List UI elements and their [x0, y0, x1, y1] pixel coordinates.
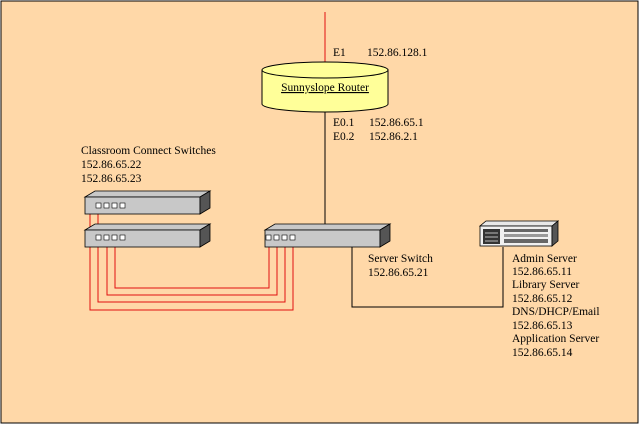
switch-1-port-3 [111, 202, 118, 209]
server-name-library: Library Server [512, 279, 580, 291]
patch-cable-2 [97, 203, 286, 303]
router-wan-iface: E1 [333, 47, 346, 59]
server-switch-port-4 [289, 234, 296, 241]
classroom-switch-2 [83, 223, 212, 248]
switch-2-port-4 [119, 234, 126, 241]
router-lan-ip-1: 152.86.65.1 [369, 117, 424, 129]
patch-cable-1 [89, 203, 294, 311]
server-switch-top [263, 223, 392, 231]
router-name: Sunnyslope Router [281, 82, 369, 94]
server-ip-application: 152.86.65.14 [512, 347, 573, 359]
patch-cable-4 [114, 234, 270, 289]
switch-2-port-2 [103, 234, 110, 241]
switch-2-front [84, 229, 201, 248]
server-switch-port-1 [265, 234, 272, 241]
server-slot-2 [504, 234, 548, 237]
switch-2-port-3 [111, 234, 118, 241]
switch-1-side [199, 190, 211, 215]
switch-to-server-link [351, 247, 504, 308]
patch-cables [89, 203, 294, 311]
router-icon [261, 61, 389, 113]
classroom-switch-1 [83, 190, 212, 215]
switch-2-side [199, 223, 211, 248]
classroom-ip-1: 152.86.65.22 [81, 159, 142, 171]
classroom-title: Classroom Connect Switches [81, 145, 216, 157]
switch-1-front [84, 196, 201, 215]
patch-cable-3 [106, 234, 278, 296]
switch-1-port-4 [119, 202, 126, 209]
server-switch-port-3 [281, 234, 288, 241]
router-wan-ip: 152.86.128.1 [367, 47, 428, 59]
server-side [551, 220, 559, 247]
server-name-admin: Admin Server [512, 253, 577, 265]
server-switch [263, 223, 392, 248]
router-lan-iface-1: E0.1 [333, 117, 355, 129]
classroom-ip-2: 152.86.65.23 [81, 173, 142, 185]
server-ip-library: 152.86.65.12 [512, 293, 573, 305]
server-ip-admin: 152.86.65.11 [512, 266, 572, 278]
server-ip-dns: 152.86.65.13 [512, 320, 573, 332]
server-name-dns: DNS/DHCP/Email [512, 306, 600, 318]
server-switch-port-2 [273, 234, 280, 241]
server-icon [478, 220, 560, 247]
switch-1-top [83, 190, 212, 198]
switch-2-top [83, 223, 212, 231]
switch-1-port-1 [95, 202, 102, 209]
router-lan-ip-2: 152.86.2.1 [369, 131, 418, 143]
server-switch-title: Server Switch [368, 253, 433, 265]
server-switch-side [379, 223, 391, 248]
server-name-application: Application Server [512, 333, 599, 345]
server-slot-3 [504, 239, 548, 243]
router-top [261, 61, 389, 79]
server-switch-ip: 152.86.65.21 [368, 267, 429, 279]
server-top [478, 220, 560, 227]
switch-1-port-2 [103, 202, 110, 209]
router-lan-iface-2: E0.2 [333, 131, 355, 143]
server-slot-1 [504, 229, 548, 232]
switch-2-port-1 [95, 234, 102, 241]
